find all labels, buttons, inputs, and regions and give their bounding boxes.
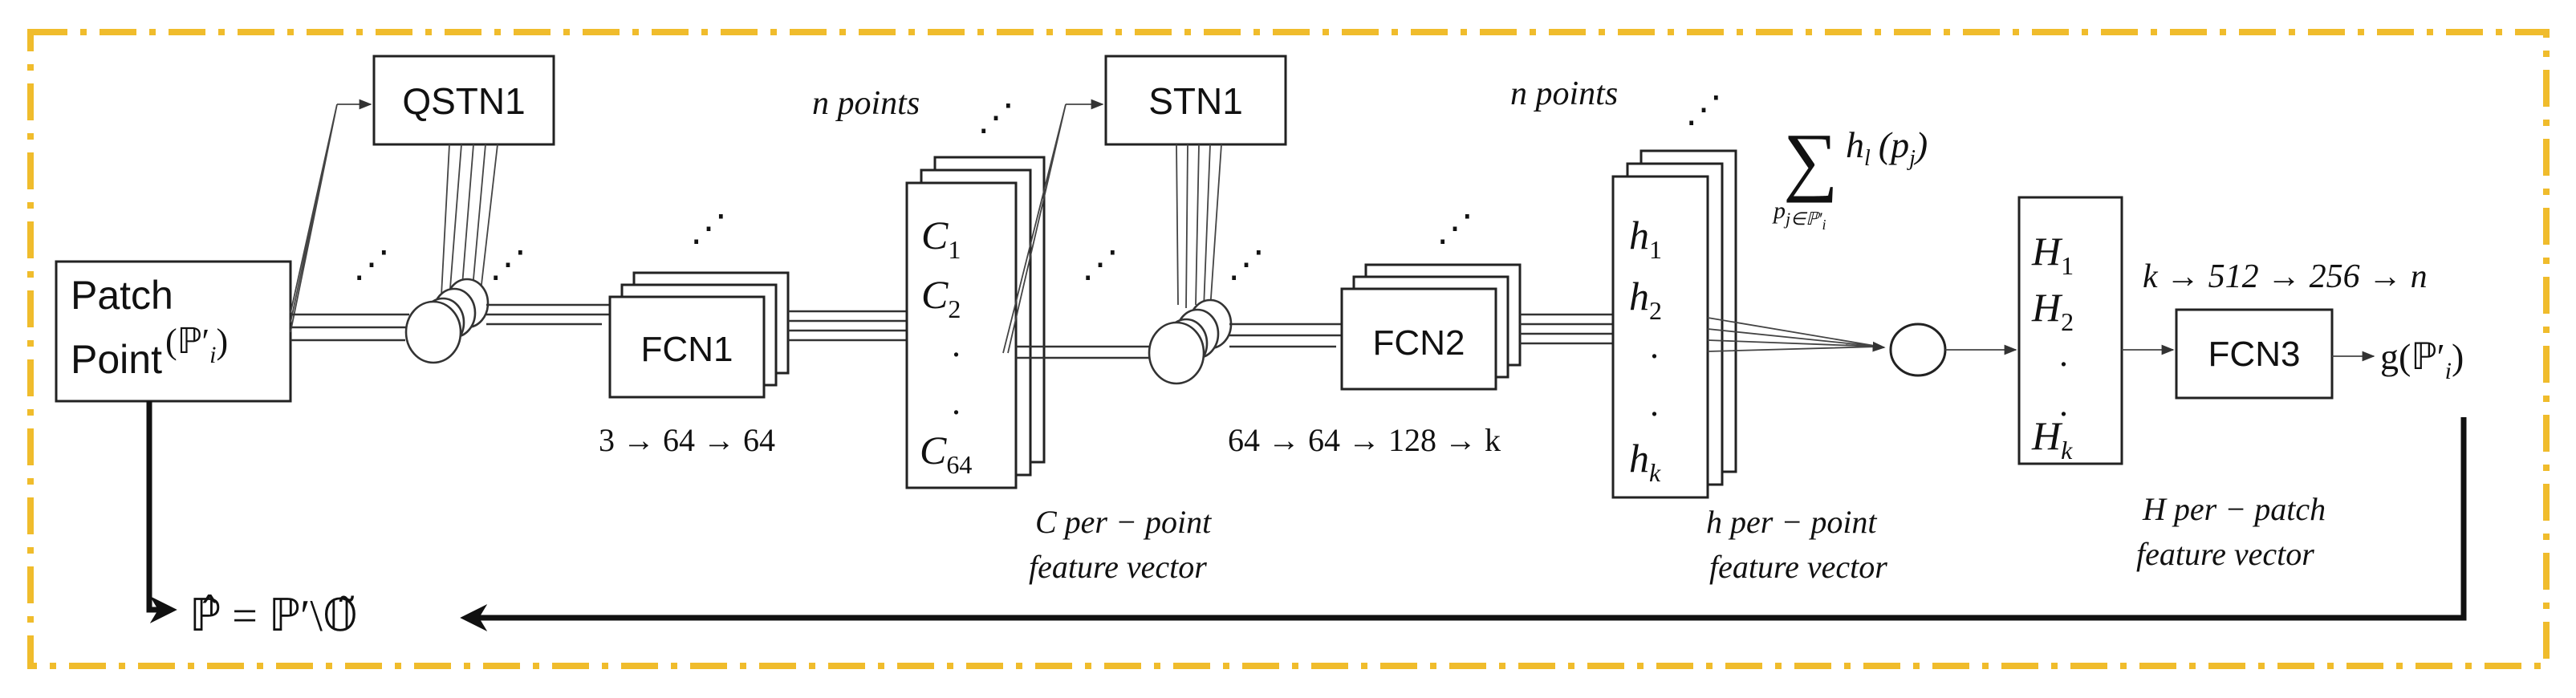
h-caption-1: h per − point: [1706, 504, 1877, 540]
c-n-points: n points: [812, 85, 920, 122]
patch-feature-box: [2017, 196, 2123, 465]
input-set: (ℙ′i): [165, 322, 228, 368]
H-dot-1: .: [2059, 335, 2068, 374]
H-caption-2: feature vector: [2136, 536, 2314, 572]
stn1-to-op: [1176, 144, 1222, 310]
fcn2-to-h: [1520, 313, 1613, 345]
ellipsis-op2-a: ⋰: [1082, 244, 1119, 285]
output-feedback-arrow: [460, 417, 2467, 631]
fcn2-dims: 64 → 64 → 128 → k: [1228, 422, 1501, 458]
qstn1-label: QSTN1: [402, 80, 525, 122]
qstn1-to-op: [441, 144, 498, 299]
c-caption-2: feature vector: [1029, 549, 1207, 585]
H-item-2: H2: [2031, 285, 2074, 336]
output-label: g(ℙ′i): [2380, 336, 2464, 384]
sum-below: pj∈ℙ′i: [1772, 197, 1826, 233]
input-to-op1: [291, 313, 409, 342]
max-pool-circle: [1889, 323, 1947, 377]
fcn3-box: [2175, 308, 2334, 400]
h-to-pool-arrow: [1845, 341, 1886, 352]
fan-to-stn: [1002, 103, 1067, 354]
H-dot-2: .: [2059, 384, 2068, 424]
op1-to-fcn1: [486, 303, 610, 326]
result-formula: ℙ̂ = ℙ′\𝕆̃: [189, 591, 358, 641]
H-caption-1: H per − patch: [2142, 491, 2326, 527]
fcn3-dims: k → 512 → 256 → n: [2143, 258, 2428, 295]
fcn1-stack-1: [608, 295, 766, 399]
input-label-point: Point: [71, 337, 162, 382]
fcn3-label: FCN3: [2208, 335, 2301, 374]
c-dot-2: .: [952, 383, 961, 422]
H-item-1: H1: [2031, 229, 2074, 280]
h-item-k: hk: [1629, 436, 1661, 487]
stn1-label: STN1: [1148, 80, 1243, 122]
fcn2-stack-1: [1340, 287, 1497, 391]
ellipsis-op1-a: ⋰: [353, 244, 390, 285]
c-item-64: C64: [920, 428, 972, 479]
input-label-patch: Patch: [71, 273, 173, 318]
ellipsis-c: ⋰: [977, 97, 1014, 138]
input-down-arrow: [146, 401, 177, 623]
h-dot-1: .: [1650, 327, 1659, 366]
op2-to-fcn2: [1229, 323, 1342, 348]
fcn2-label-text: FCN2: [1373, 323, 1465, 363]
h-item-1: h1: [1629, 213, 1662, 264]
c-to-op2: [1016, 345, 1156, 359]
dashed-frame: [27, 29, 2550, 669]
fcn1-label: FCN1: [641, 330, 733, 369]
ellipsis-op1-b: ⋰: [490, 244, 526, 285]
h-dot-2: .: [1650, 384, 1659, 424]
matmul-op-2: [1148, 298, 1233, 385]
c-item-2: C2: [921, 272, 961, 323]
ellipsis-fcn2: ⋰: [1436, 208, 1473, 249]
h-n-points: n points: [1510, 75, 1618, 112]
h-to-pool: [1707, 317, 1880, 352]
c-dot-1: .: [952, 325, 961, 364]
h-item-2: h2: [1629, 274, 1662, 325]
fan-to-qstn: [290, 103, 338, 333]
qstn1-box: [372, 55, 555, 146]
c-caption-1: C per − point: [1035, 504, 1212, 540]
h-stack-1: [1611, 175, 1709, 499]
H-item-k: Hk: [2031, 413, 2073, 465]
stn1-box: [1104, 55, 1287, 146]
h-caption-2: feature vector: [1709, 549, 1887, 585]
fcn1-dims: 3 → 64 → 64: [599, 422, 775, 458]
ellipsis-h: ⋰: [1685, 89, 1722, 130]
matmul-op-1: [404, 278, 490, 364]
c-stack-1: [905, 181, 1018, 489]
fcn1-to-c: [788, 310, 907, 342]
c-item-1: C1: [921, 213, 961, 264]
sum-symbol: ∑: [1783, 117, 1838, 203]
input-patch-box: [55, 260, 292, 403]
ellipsis-op2-b: ⋰: [1228, 244, 1265, 285]
sum-term: hl(pj): [1846, 124, 1928, 171]
ellipsis-fcn1: ⋰: [690, 208, 727, 249]
